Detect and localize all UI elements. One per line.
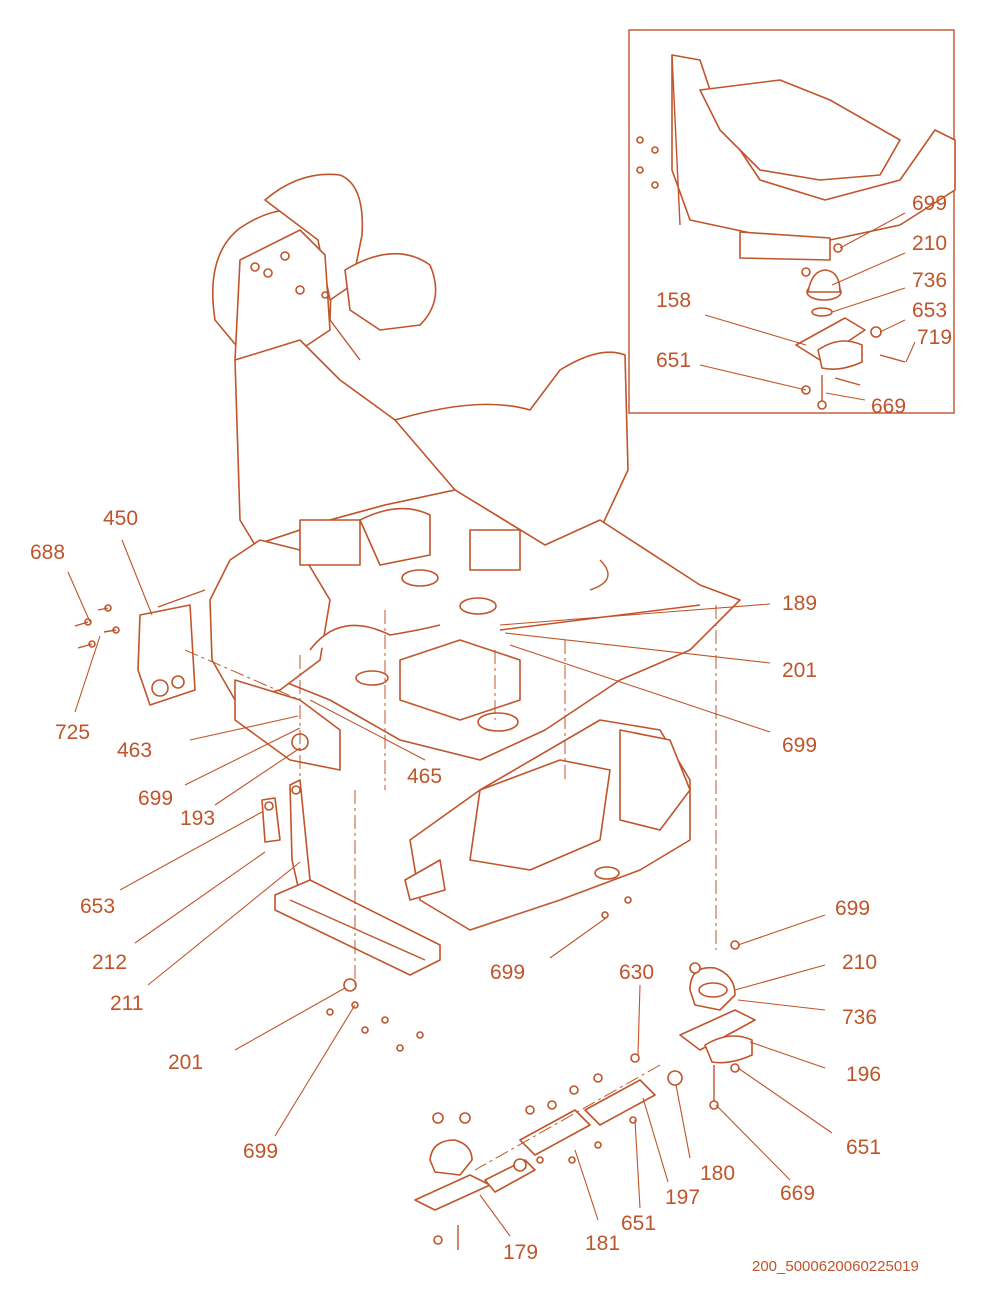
drawing-code: 200_5000620060225019 [752, 1258, 919, 1275]
inset-callout-736: 736 [912, 269, 948, 292]
callout-725: 725 [55, 721, 91, 744]
callout-688: 688 [30, 541, 66, 564]
alignment-lines [184, 605, 717, 1171]
callout-189: 189 [782, 592, 818, 615]
callout-201-right: 201 [782, 659, 818, 682]
inset-callout-158: 158 [656, 289, 692, 312]
callout-201-left: 201 [168, 1051, 204, 1074]
callout-212: 212 [92, 951, 128, 974]
callout-699-mid-right: 699 [782, 734, 818, 757]
main-frame [209, 339, 741, 771]
callout-211: 211 [110, 992, 144, 1015]
callout-736-right: 736 [842, 1006, 878, 1029]
inset-callout-651: 651 [656, 349, 692, 372]
bracket-450 [74, 589, 206, 706]
callout-669-right: 669 [780, 1182, 816, 1205]
callout-193: 193 [180, 807, 216, 830]
callout-180: 180 [700, 1162, 736, 1185]
inset-callout-653: 653 [912, 299, 948, 322]
callout-699-center: 699 [490, 961, 526, 984]
callout-197: 197 [665, 1186, 701, 1209]
callout-651-right: 651 [846, 1136, 882, 1159]
isolator-assemblies [414, 896, 756, 1250]
seat-backrest [212, 173, 437, 361]
callout-196: 196 [846, 1063, 882, 1086]
side-brackets [261, 779, 441, 1052]
callout-630: 630 [619, 961, 655, 984]
callout-450: 450 [103, 507, 139, 530]
inset-detail [628, 29, 956, 414]
callout-699-left: 699 [138, 787, 174, 810]
callout-651-bottom: 651 [621, 1212, 657, 1235]
callout-699-bottom-left: 699 [243, 1140, 279, 1163]
callout-653-left: 653 [80, 895, 116, 918]
lower-tray [404, 719, 691, 931]
callout-463: 463 [117, 739, 153, 762]
callout-465: 465 [407, 765, 443, 788]
inset-callout-719: 719 [917, 326, 953, 349]
callout-210-right: 210 [842, 951, 878, 974]
inset-callout-210: 210 [912, 232, 948, 255]
callout-179: 179 [503, 1241, 539, 1264]
inset-callout-699: 699 [912, 192, 948, 215]
inset-callout-669: 669 [871, 395, 907, 418]
leader-lines [67, 212, 916, 1237]
callout-699-right: 699 [835, 897, 871, 920]
callout-181: 181 [585, 1232, 621, 1255]
